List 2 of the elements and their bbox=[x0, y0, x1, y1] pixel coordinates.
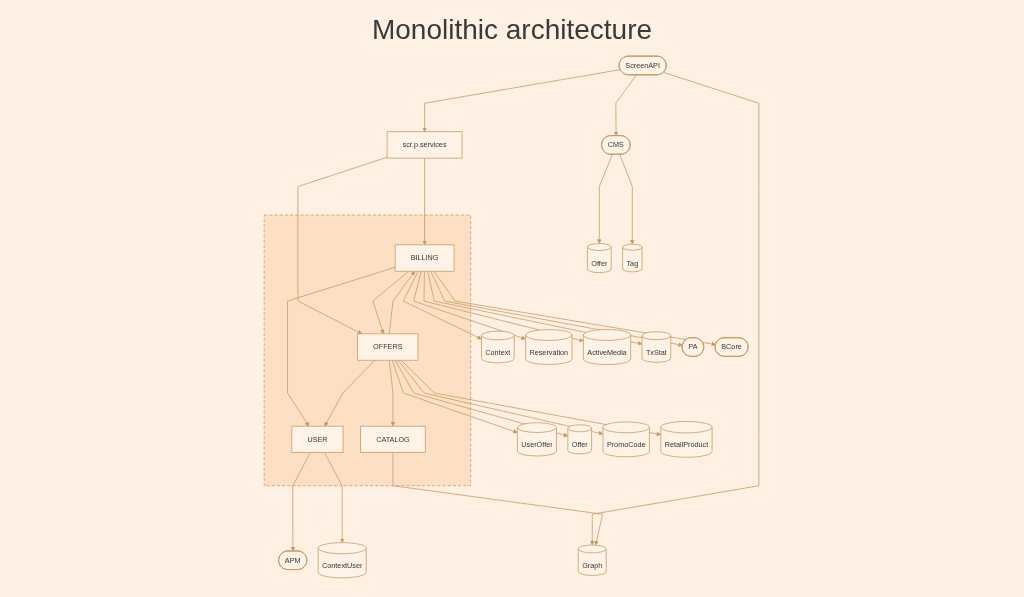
cluster bbox=[264, 214, 472, 487]
diagram-title: Monolithic architecture bbox=[370, 14, 654, 46]
